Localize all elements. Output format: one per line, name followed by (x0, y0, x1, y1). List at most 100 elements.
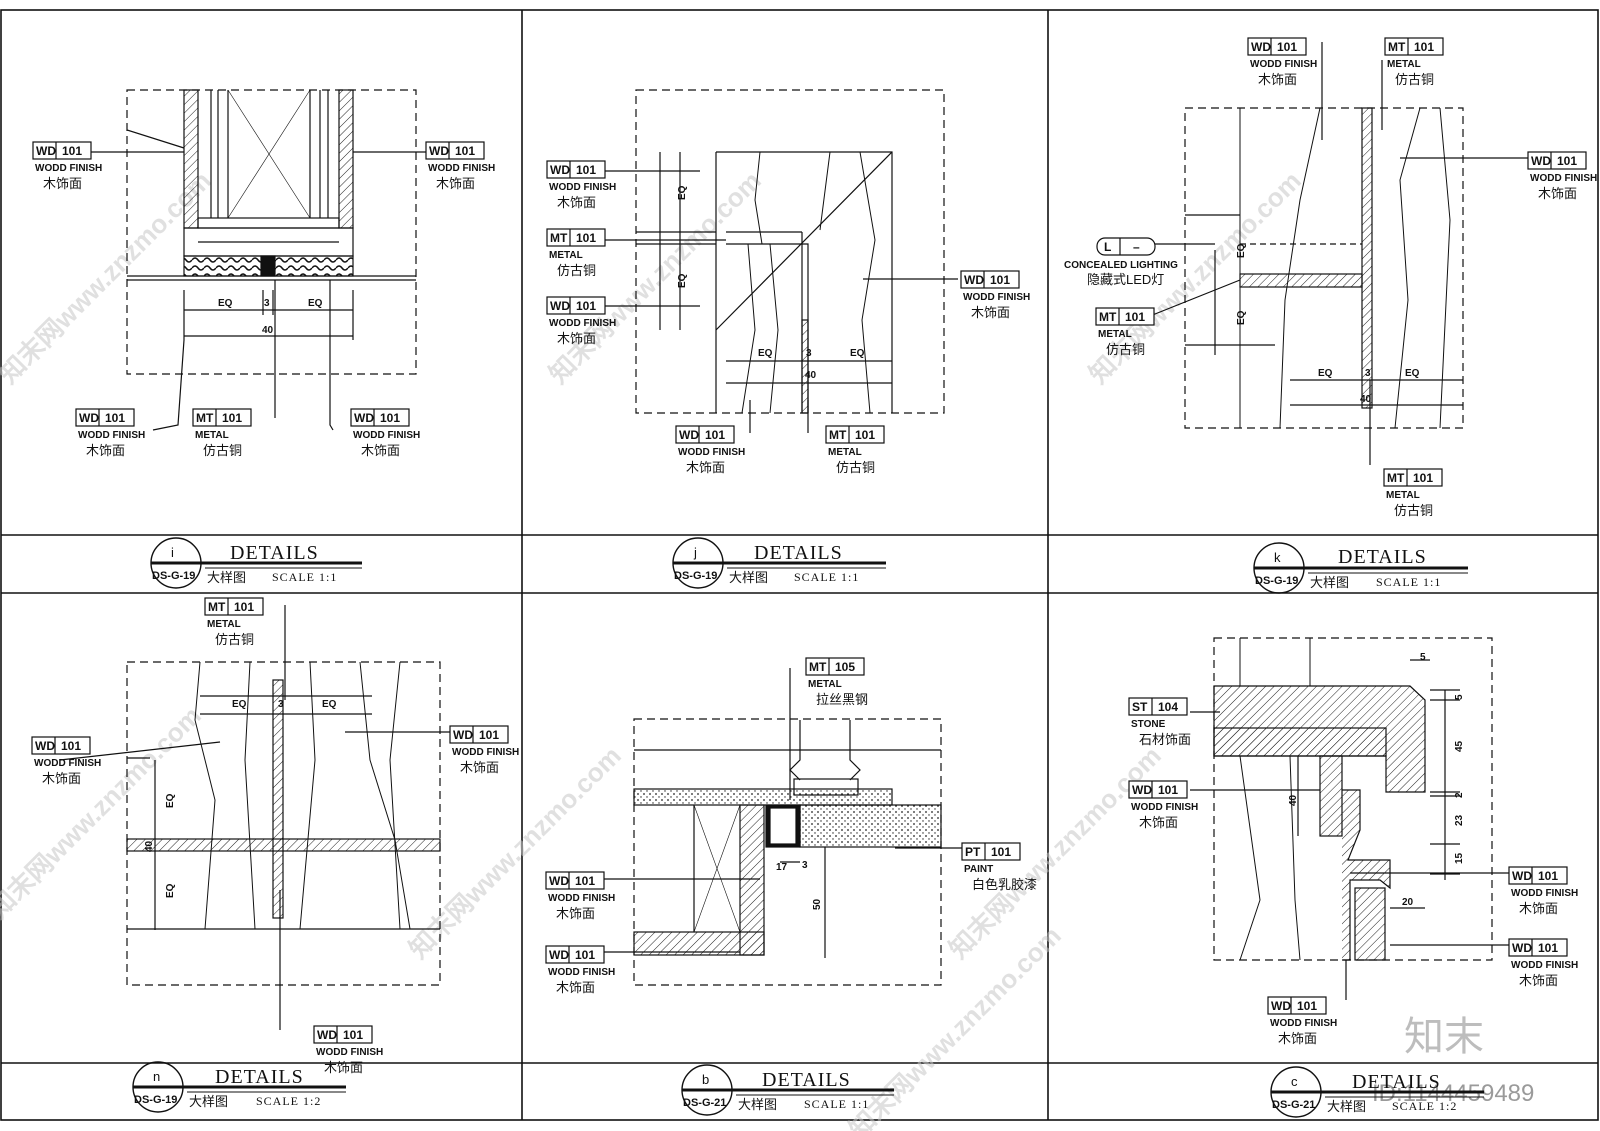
tag-number: 101 (380, 411, 400, 425)
tag-code: MT (829, 428, 847, 442)
tag-box (960, 270, 1020, 289)
detail-title: DETAILS (1338, 546, 1427, 568)
dim-label: 5 (1454, 694, 1465, 700)
dim-label: 40 (805, 370, 817, 381)
detail-panel-j (600, 89, 958, 433)
tag-material-en: WODD FINISH (452, 747, 519, 758)
dim-label: 3 (806, 348, 812, 359)
dim-label: 40 (144, 840, 155, 852)
detail-marker: k (1274, 550, 1281, 565)
sheet-ref: DS-G-21 (1272, 1099, 1315, 1111)
dim-label: 3 (1365, 368, 1371, 379)
tag-material-cn: 木饰面 (1258, 72, 1297, 87)
tag-material-cn: 木饰面 (86, 443, 125, 458)
dim-label: EQ (1236, 243, 1247, 258)
tag-material-en: STONE (1131, 719, 1166, 730)
detail-title-cn: 大样图 (1310, 575, 1349, 590)
tag-code: ST (1132, 700, 1148, 714)
detail-scale: SCALE 1:1 (272, 570, 337, 584)
tag-material-en: WODD FINISH (316, 1047, 383, 1058)
tag-box (192, 408, 252, 427)
tag-code: L (1104, 240, 1111, 254)
detail-marker: n (153, 1069, 160, 1084)
tag-number: 101 (343, 1028, 363, 1042)
tag-box (1383, 468, 1443, 487)
tag-number: 101 (990, 273, 1010, 287)
tag-material-cn: 石材饰面 (1139, 732, 1191, 747)
tag-code: WD (549, 874, 569, 888)
tag-box (204, 597, 264, 616)
dim-label: 3 (264, 298, 270, 309)
dim-label: 17 (776, 862, 788, 873)
tag-box (1095, 307, 1155, 326)
tag-material-cn: 仿古铜 (1394, 503, 1433, 518)
detail-title: DETAILS (215, 1066, 304, 1088)
dim-label: EQ (1318, 368, 1333, 379)
tag-number: 101 (575, 874, 595, 888)
tag-material-cn: 仿古铜 (203, 443, 242, 458)
tag-box (1128, 780, 1188, 799)
title-block-i: i DS-G-19 DETAILS 大样图 SCALE 1:1 (150, 537, 362, 589)
tag-material-en: WODD FINISH (1530, 173, 1597, 184)
tag-material-cn: 木饰面 (43, 176, 82, 191)
dim-label: 40 (1288, 794, 1299, 806)
dim-label: EQ (850, 348, 865, 359)
sheet-ref: DS-G-19 (152, 570, 195, 582)
tag-material-en: METAL (1387, 59, 1421, 70)
tag-code: PT (965, 845, 981, 859)
tag-material-en: METAL (1098, 329, 1132, 340)
tag-number: 101 (1414, 40, 1434, 54)
tag-box (1247, 37, 1307, 56)
tag-code: MT (1099, 310, 1117, 324)
detail-panel-c (1190, 637, 1510, 1000)
tag-material-en: METAL (549, 250, 583, 261)
tag-material-cn: 木饰面 (1519, 901, 1558, 916)
dim-label: EQ (232, 699, 247, 710)
tag-code: WD (453, 728, 473, 742)
tag-box (350, 408, 410, 427)
dim-label: 40 (262, 325, 274, 336)
tag-code: WD (1512, 869, 1532, 883)
tag-code: MT (196, 411, 214, 425)
detail-scale: SCALE 1:1 (804, 1097, 869, 1111)
tag-box (1508, 938, 1568, 957)
tag-code: WD (35, 739, 55, 753)
tag-material-en: WODD FINISH (1131, 802, 1198, 813)
dim-label: EQ (1236, 310, 1247, 325)
tag-material-en: PAINT (964, 864, 993, 875)
tag-number: 101 (1557, 154, 1577, 168)
tag-box (31, 736, 91, 755)
watermark-brand: 知末 (1404, 1015, 1484, 1059)
title-block-b: b DS-G-21 DETAILS 大样图 SCALE 1:1 (681, 1064, 894, 1116)
tag-material-cn: 木饰面 (1538, 186, 1577, 201)
tag-number: 101 (61, 739, 81, 753)
tag-box (425, 141, 485, 160)
title-block-k: k DS-G-19 DETAILS 大样图 SCALE 1:1 (1253, 542, 1468, 594)
tag-code: MT (550, 231, 568, 245)
sheet-ref: DS-G-19 (674, 570, 717, 582)
tag-material-en: WODD FINISH (549, 318, 616, 329)
tag-code: WD (964, 273, 984, 287)
tag-material-cn: 木饰面 (1519, 973, 1558, 988)
tag-code: WD (1251, 40, 1271, 54)
tag-material-en: CONCEALED LIGHTING (1064, 260, 1178, 271)
tag-box (546, 296, 606, 315)
tag-box (546, 160, 606, 179)
detail-panel-b (580, 668, 966, 986)
dim-label: EQ (677, 185, 688, 200)
